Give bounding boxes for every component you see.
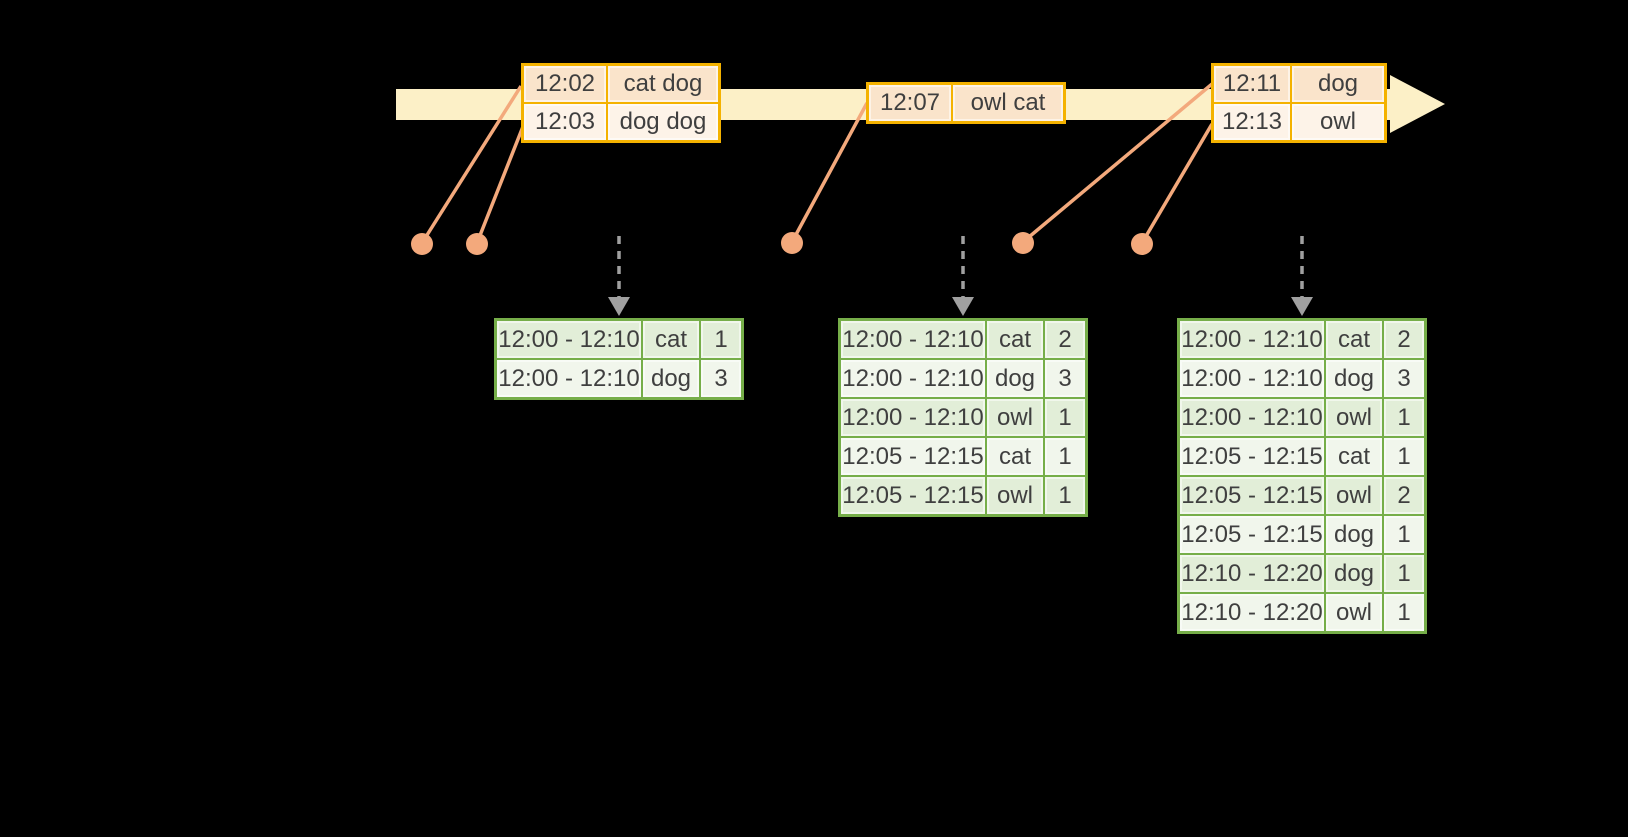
table-cell: owl <box>1292 104 1384 140</box>
table-cell: owl <box>1326 477 1382 514</box>
event-dot-icon <box>1131 233 1153 255</box>
table-cell: 12:05 - 12:15 <box>841 438 985 475</box>
table-cell: dog <box>1326 516 1382 553</box>
table-cell: 1 <box>1045 438 1085 475</box>
table-cell: 1 <box>701 321 741 358</box>
event-dot-icon <box>1012 232 1034 254</box>
table-cell: 12:07 <box>869 85 951 121</box>
table-cell: 12:10 - 12:20 <box>1180 594 1324 631</box>
table-cell: cat <box>987 321 1043 358</box>
table-cell: cat <box>987 438 1043 475</box>
table-cell: 1 <box>1384 594 1424 631</box>
table-cell: 12:00 - 12:10 <box>841 399 985 436</box>
dashed-down-arrow-icon <box>1291 236 1313 316</box>
connector-line <box>1140 123 1214 244</box>
table-cell: 1 <box>1384 516 1424 553</box>
table-cell: 3 <box>1045 360 1085 397</box>
table-cell: dog <box>987 360 1043 397</box>
table-cell: 12:05 - 12:15 <box>841 477 985 514</box>
table-cell: 12:00 - 12:10 <box>841 360 985 397</box>
dashed-down-arrow-icon <box>608 236 630 316</box>
event-dot-icon <box>466 233 488 255</box>
table-cell: 1 <box>1384 438 1424 475</box>
connector-line <box>420 85 523 244</box>
table-cell: 12:11 <box>1214 66 1290 102</box>
trigger-arrows <box>608 236 1313 316</box>
table-cell: 2 <box>1384 477 1424 514</box>
table-cell: 3 <box>1384 360 1424 397</box>
table-cell: dog <box>1292 66 1384 102</box>
table-cell: 2 <box>1045 321 1085 358</box>
table-cell: 12:00 - 12:10 <box>1180 360 1324 397</box>
table-cell: 1 <box>1045 399 1085 436</box>
table-cell: owl <box>1326 594 1382 631</box>
table-cell: cat dog <box>608 66 718 102</box>
table-cell: 12:13 <box>1214 104 1290 140</box>
event-dot-icon <box>411 233 433 255</box>
table-cell: dog <box>1326 360 1382 397</box>
table-cell: 12:00 - 12:10 <box>497 321 641 358</box>
table-cell: 3 <box>701 360 741 397</box>
table-cell: cat <box>1326 321 1382 358</box>
table-cell: 12:05 - 12:15 <box>1180 516 1324 553</box>
table-cell: 2 <box>1384 321 1424 358</box>
table-cell: owl <box>987 477 1043 514</box>
table-cell: dog <box>1326 555 1382 592</box>
table-cell: 12:05 - 12:15 <box>1180 438 1324 475</box>
dashed-down-arrow-icon <box>952 236 974 316</box>
connector-line <box>1021 82 1214 244</box>
table-cell: 12:00 - 12:10 <box>1180 399 1324 436</box>
table-cell: cat <box>643 321 699 358</box>
table-cell: 12:05 - 12:15 <box>1180 477 1324 514</box>
table-cell: 1 <box>1045 477 1085 514</box>
table-cell: 12:00 - 12:10 <box>1180 321 1324 358</box>
table-cell: dog <box>643 360 699 397</box>
table-cell: 12:03 <box>524 104 606 140</box>
table-cell: owl <box>1326 399 1382 436</box>
connector-line <box>790 102 869 243</box>
event-dot-icon <box>781 232 803 254</box>
table-cell: owl <box>987 399 1043 436</box>
table-cell: 12:00 - 12:10 <box>841 321 985 358</box>
event-dots <box>411 232 1153 255</box>
connector-line <box>475 123 526 244</box>
table-cell: 12:02 <box>524 66 606 102</box>
table-cell: cat <box>1326 438 1382 475</box>
table-cell: 1 <box>1384 555 1424 592</box>
event-connector-lines <box>420 82 1214 244</box>
table-cell: owl cat <box>953 85 1063 121</box>
table-cell: dog dog <box>608 104 718 140</box>
table-cell: 12:10 - 12:20 <box>1180 555 1324 592</box>
table-cell: 1 <box>1384 399 1424 436</box>
table-cell: 12:00 - 12:10 <box>497 360 641 397</box>
